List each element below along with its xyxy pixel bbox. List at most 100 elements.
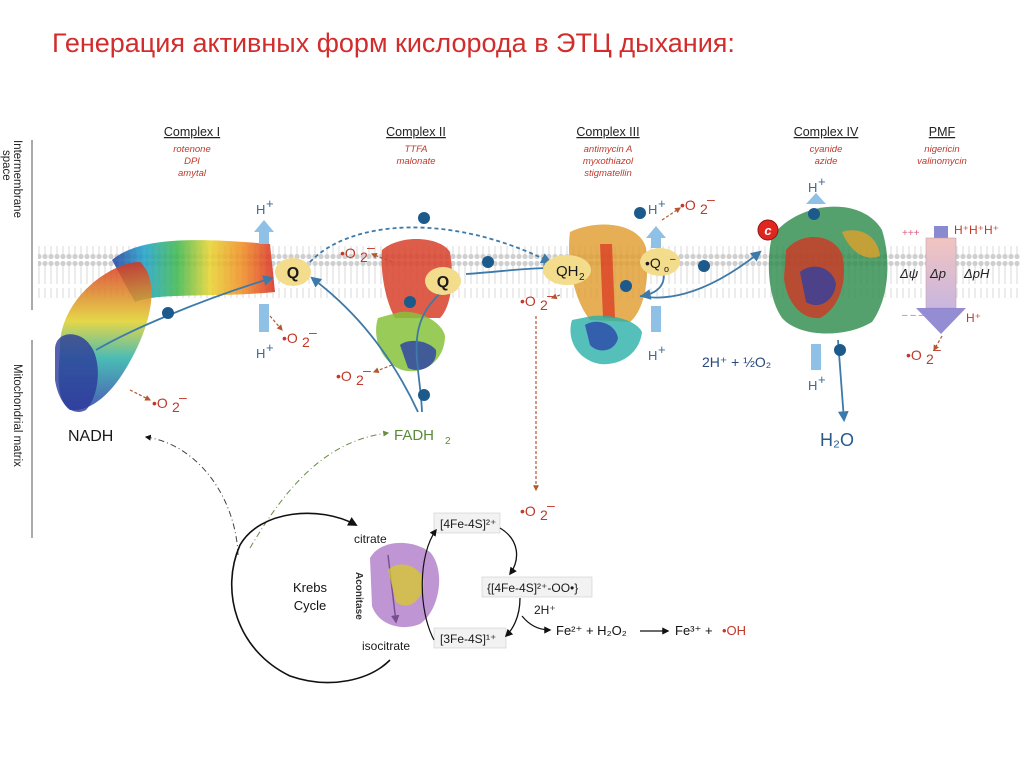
ros-5: •O <box>520 293 536 309</box>
krebs-to-fadh2-arrow <box>249 430 390 549</box>
pmf-down-arrow <box>916 308 966 334</box>
ros-1-sub: 2 <box>302 334 310 350</box>
cluster-4fe-oo: {[4Fe-4S]²⁺-OO•} <box>487 581 578 595</box>
krebs-to-nadh-arrow <box>144 434 239 556</box>
inhibitor-stigmatellin: stigmatellin <box>584 168 632 179</box>
complex-i-protein <box>55 240 275 412</box>
pmf-dpsi: Δψ <box>899 266 919 281</box>
ros-4-sup: – <box>363 362 371 378</box>
h2o-label: H₂O <box>820 430 854 450</box>
q-complex-ii <box>425 267 461 295</box>
proton-civ-top-sup: + <box>818 174 826 189</box>
cluster-3fe: [3Fe-4S]¹⁺ <box>440 632 496 646</box>
inhibitor-rotenone: rotenone <box>173 144 211 155</box>
proton-ciii-top: H <box>648 202 657 217</box>
inhibitor-malonate: malonate <box>396 156 435 167</box>
qo-sup: – <box>670 254 676 265</box>
complex-iii-protein <box>568 224 648 365</box>
matrix-label: Mitochondrial matrix <box>11 364 23 467</box>
cluster-4fe-ox: [4Fe-4S]²⁺ <box>440 517 496 531</box>
ros-release-arrows <box>129 207 943 492</box>
fadh2-label-group: FADH 2 <box>394 427 451 447</box>
q-label-2: Q <box>437 274 449 291</box>
krebs-label-1: Krebs <box>293 580 327 595</box>
complex-iv-title: Complex IV <box>794 125 859 139</box>
proton-ciii-bottom-sup: + <box>658 342 666 357</box>
q-complex-i <box>275 258 311 286</box>
qo-sub: o <box>664 264 669 274</box>
two-h-plus: 2H⁺ <box>534 603 556 617</box>
pmf-minus: – – – <box>902 310 925 321</box>
pmf-bar <box>925 237 957 309</box>
fadh2-sub: 2 <box>445 436 451 447</box>
electron-flow-arrows <box>95 226 849 423</box>
nadh-label: NADH <box>68 428 113 445</box>
hydroxyl-radical: •OH <box>722 623 746 638</box>
qh2-sub: 2 <box>579 272 585 283</box>
inhibitor-amytal: amytal <box>178 168 207 179</box>
inhibitor-valinomycin: valinomycin <box>917 156 967 167</box>
ros-3: •O <box>340 245 356 261</box>
proton-civ-top: H <box>808 180 817 195</box>
ros-3-sub: 2 <box>360 249 368 265</box>
ros-6-sup: – <box>707 191 715 207</box>
ros-8-sub: 2 <box>540 507 548 523</box>
cytochrome-c: c <box>757 219 779 241</box>
ros-5-sub: 2 <box>540 297 548 313</box>
qo-site <box>640 248 680 276</box>
inhibitor-antimycin: antimycin A <box>584 144 633 155</box>
cyt-c-label: c <box>764 223 772 238</box>
electron-markers <box>162 207 846 401</box>
pmf-dph: ΔpH <box>963 266 990 281</box>
ros-8-sup: – <box>547 497 555 513</box>
pmf-header: PMF nigericin valinomycin <box>917 125 967 167</box>
aconitase-label: Aconitase <box>353 572 364 620</box>
proton-ciii-bottom: H <box>648 348 657 363</box>
complex-i-header: Complex I rotenone DPI amytal <box>164 125 220 179</box>
proton-ci-top: H <box>256 202 265 217</box>
superoxide-labels: •O 2 – •O 2 – •O 2 – •O 2 – •O 2 – •O 2 … <box>152 191 941 523</box>
ros-7: •O <box>906 347 922 363</box>
proton-ci-bottom: H <box>256 346 265 361</box>
krebs-label-2: Cycle <box>294 598 327 613</box>
proton-arrows <box>254 193 826 370</box>
oxygen-reduction-label: 2H⁺ + ½O₂ <box>702 354 771 370</box>
inhibitor-myxothiazol: myxothiazol <box>583 156 634 167</box>
fenton-products: Fe³⁺ + <box>675 623 713 638</box>
qo-label: •Q <box>645 255 661 271</box>
intermembrane-label-2: space <box>0 150 12 181</box>
ros-2-sup: – <box>179 389 187 405</box>
complex-ii-title: Complex II <box>386 125 446 139</box>
pmf-dp: Δp <box>929 266 946 281</box>
complex-ii-header: Complex II TTFA malonate <box>386 125 446 167</box>
inhibitor-cyanide: cyanide <box>810 144 843 155</box>
aconitase-core <box>388 564 424 606</box>
complex-i-title: Complex I <box>164 125 220 139</box>
ros-1: •O <box>282 330 298 346</box>
inhibitor-nigericin: nigericin <box>924 144 959 155</box>
quinone-carriers: Q Q QH 2 •Q o – <box>275 248 680 295</box>
proton-civ-bottom-sup: + <box>818 372 826 387</box>
ros-6-sub: 2 <box>700 201 708 217</box>
ros-2: •O <box>152 395 168 411</box>
fe-s-cluster-cycle: [4Fe-4S]²⁺ {[4Fe-4S]²⁺-OO•} [3Fe-4S]¹⁺ 2… <box>421 512 746 649</box>
ros-7-sub: 2 <box>926 351 934 367</box>
proton-ci-bottom-sup: + <box>266 340 274 355</box>
complex-iii-header: Complex III antimycin A myxothiazol stig… <box>576 125 639 179</box>
qh2-pool <box>543 255 591 285</box>
isocitrate-label: isocitrate <box>362 639 410 653</box>
ros-6: •O <box>680 197 696 213</box>
pmf-top-arrow-stem <box>934 226 948 238</box>
fenton-reactants: Fe²⁺ + H₂O₂ <box>556 623 627 638</box>
proton-ci-top-sup: + <box>266 196 274 211</box>
qh2-label: QH <box>556 263 579 280</box>
ros-2-sub: 2 <box>172 399 180 415</box>
ros-4-sub: 2 <box>356 372 364 388</box>
ros-1-sup: – <box>309 324 317 340</box>
ros-4: •O <box>336 368 352 384</box>
ros-5-sup: – <box>547 287 555 303</box>
pmf-proton-bottom: H⁺ <box>966 311 981 325</box>
citrate-label: citrate <box>354 532 387 546</box>
ros-3-sup: – <box>367 239 375 255</box>
